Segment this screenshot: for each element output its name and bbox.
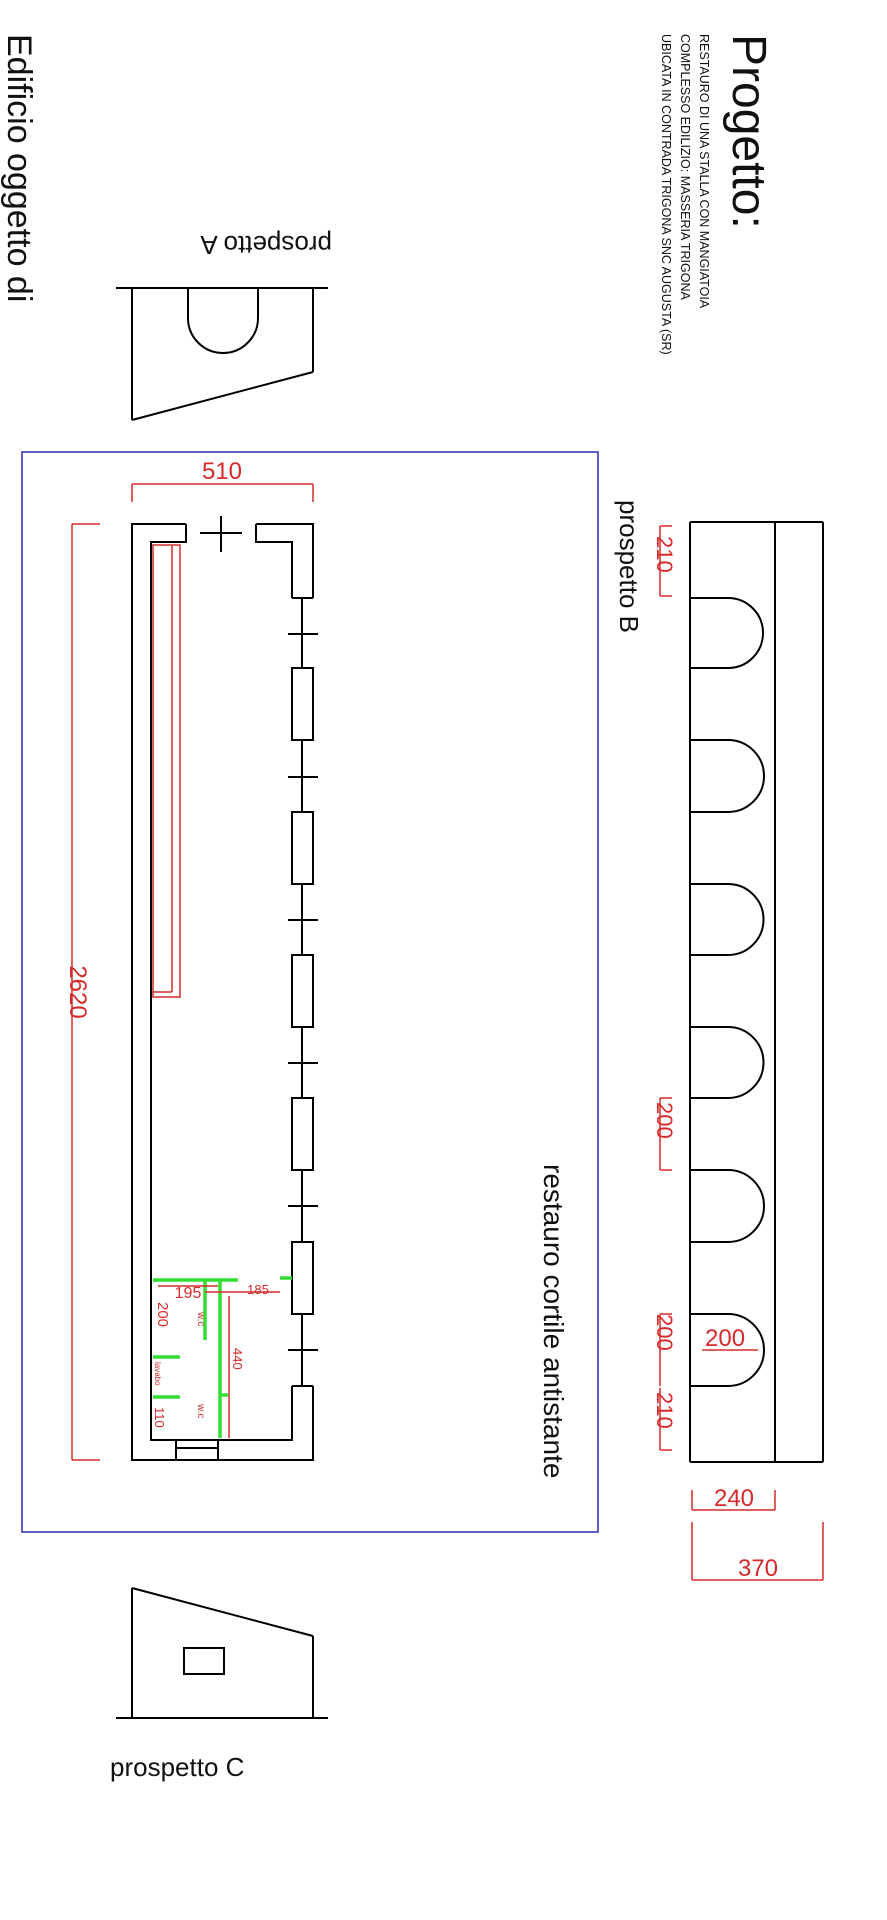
prospetto-a-label: prospetto A	[200, 230, 332, 260]
courtyard-label: restauro cortile antistante	[538, 1164, 569, 1478]
room-lavabo: lavabo	[153, 1362, 162, 1386]
prospetto-c-label: prospetto C	[110, 1752, 244, 1782]
room-wc-1: w.c	[195, 1311, 206, 1326]
prospetto-b: prospetto B 210 200 200 200 210 240	[614, 500, 824, 1582]
dim-b-210-low: 210	[652, 1392, 677, 1429]
project-line-2: COMPLESSO EDILIZIO: MASSERIA TRIGONA	[678, 34, 692, 300]
dim-195: 195	[175, 1285, 202, 1302]
project-title: Progetto:	[722, 34, 775, 229]
dim-b-240: 240	[714, 1485, 754, 1512]
dimension-width: 510	[131, 458, 314, 502]
dim-510: 510	[202, 458, 242, 485]
partial-title: Edificio oggetto di	[0, 34, 38, 302]
dim-b-200-mid: 200	[652, 1102, 677, 1139]
dim-440: 440	[230, 1348, 245, 1370]
dim-110: 110	[152, 1407, 167, 1428]
courtyard-boundary	[21, 451, 599, 1533]
dim-2620: 2620	[64, 965, 91, 1018]
dim-b-200-low: 200	[652, 1314, 677, 1351]
prospetto-a: prospetto A	[116, 230, 332, 421]
prospetto-b-label: prospetto B	[614, 500, 644, 633]
room-wc-2: w.c	[195, 1403, 206, 1418]
project-line-3: UBICATA IN CONTRADA TRIGONA SNC AUGUSTA …	[659, 34, 673, 355]
dim-185: 185	[247, 1282, 269, 1297]
dim-b-370: 370	[738, 1555, 778, 1582]
floor-plan: 195 185 200 440 110 w.c w.c lavabo 510 2…	[64, 458, 318, 1461]
title-block: Progetto: RESTAURO DI UNA STALLA CON MAN…	[0, 34, 775, 355]
project-line-1: RESTAURO DI UNA STALLA CON MANGIATOIA	[697, 34, 711, 309]
bathroom-block	[153, 1276, 292, 1438]
dim-200-wc: 200	[154, 1302, 171, 1327]
right-wall-openings	[288, 597, 318, 1387]
dimension-length: 2620	[64, 523, 100, 1461]
dim-b-210-top: 210	[652, 536, 677, 573]
prospetto-c: prospetto C	[110, 1587, 328, 1782]
manger	[152, 544, 181, 998]
dim-b-200-arch: 200	[705, 1325, 745, 1352]
